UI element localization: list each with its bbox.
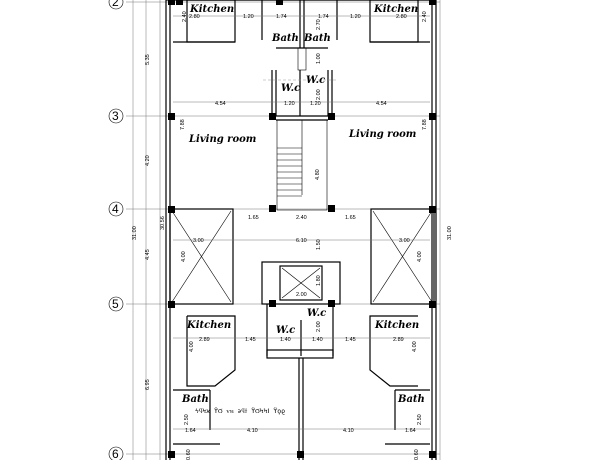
svg-text:2.40: 2.40 <box>422 11 428 22</box>
annotation-note: ϟϥϞϰ ϔϬ ⱱⲛ ϶ϥϯ ϔϬϞϞⅠ ϔϙϱ <box>195 406 285 415</box>
svg-text:4.00: 4.00 <box>181 251 187 262</box>
dimension-labels: 2.80 1.20 1.74 1.74 1.20 2.80 2.40 2.40 … <box>132 11 453 460</box>
svg-text:1.20: 1.20 <box>243 14 254 20</box>
walls <box>165 0 437 460</box>
svg-text:0.60: 0.60 <box>414 449 420 460</box>
svg-text:1.45: 1.45 <box>345 337 356 343</box>
svg-text:30.56: 30.56 <box>160 216 166 230</box>
svg-text:31.00: 31.00 <box>132 226 138 240</box>
axis-bubble-6: 6 <box>108 446 124 460</box>
stair-treads <box>277 147 302 197</box>
svg-text:1.65: 1.65 <box>248 215 259 221</box>
svg-text:5: 5 <box>112 297 119 311</box>
svg-text:3.00: 3.00 <box>399 238 410 244</box>
room-living-left: Living room <box>188 134 256 145</box>
svg-text:1.20: 1.20 <box>350 14 361 20</box>
room-kitchen-top-right: Kitchen <box>373 4 418 15</box>
svg-text:4.00: 4.00 <box>412 341 418 352</box>
svg-text:4.00: 4.00 <box>189 341 195 352</box>
svg-text:7.88: 7.88 <box>422 119 428 130</box>
svg-text:7.88: 7.88 <box>180 119 186 130</box>
svg-text:31.00: 31.00 <box>447 226 453 240</box>
svg-text:1.74: 1.74 <box>276 14 287 20</box>
svg-text:4.20: 4.20 <box>145 155 151 166</box>
svg-text:5.35: 5.35 <box>145 54 151 65</box>
dimension-lines <box>173 15 430 430</box>
room-kitchen-bottom-left: Kitchen <box>186 320 231 331</box>
svg-text:1.45: 1.45 <box>245 337 256 343</box>
room-labels: Kitchen Kitchen Bath Bath W.c W.c Living… <box>181 4 425 405</box>
svg-text:2.40: 2.40 <box>182 11 188 22</box>
svg-text:3: 3 <box>112 109 119 123</box>
svg-text:6.10: 6.10 <box>296 238 307 244</box>
svg-text:3.00: 3.00 <box>193 238 204 244</box>
svg-text:1.64: 1.64 <box>405 428 416 434</box>
svg-text:4.10: 4.10 <box>343 428 354 434</box>
svg-text:2.40: 2.40 <box>296 215 307 221</box>
svg-text:2.00: 2.00 <box>316 321 322 332</box>
svg-text:2.50: 2.50 <box>417 414 423 425</box>
svg-text:4.54: 4.54 <box>376 101 387 107</box>
svg-text:2.89: 2.89 <box>199 337 210 343</box>
svg-text:1.50: 1.50 <box>316 239 322 250</box>
svg-text:4.00: 4.00 <box>417 251 423 262</box>
svg-text:2: 2 <box>112 0 119 9</box>
svg-text:1.65: 1.65 <box>345 215 356 221</box>
svg-text:2.89: 2.89 <box>393 337 404 343</box>
axis-bubble-4: 4 <box>108 201 124 217</box>
svg-text:6: 6 <box>112 447 119 460</box>
room-bath-bottom-right: Bath <box>397 394 425 405</box>
svg-text:2.70: 2.70 <box>316 19 322 30</box>
room-wc-bottom-right: W.c <box>307 308 326 319</box>
svg-text:1.74: 1.74 <box>318 14 329 20</box>
axis-bubble-5: 5 <box>108 296 124 312</box>
room-bath-top-right: Bath <box>303 33 331 44</box>
room-kitchen-bottom-right: Kitchen <box>374 320 419 331</box>
svg-text:4: 4 <box>112 202 119 216</box>
svg-text:4.80: 4.80 <box>315 169 321 180</box>
room-bath-bottom-left: Bath <box>181 394 209 405</box>
room-wc-top-left: W.c <box>281 83 300 94</box>
room-bath-top-left: Bath <box>271 33 299 44</box>
svg-text:0.60: 0.60 <box>186 449 192 460</box>
room-wc-bottom-left: W.c <box>276 325 295 336</box>
room-living-right: Living room <box>348 129 416 140</box>
svg-text:1.00: 1.00 <box>316 53 322 64</box>
room-kitchen-top-left: Kitchen <box>189 4 234 15</box>
svg-text:1.20: 1.20 <box>284 101 295 107</box>
svg-text:1.80: 1.80 <box>316 275 322 286</box>
svg-text:1.20: 1.20 <box>310 101 321 107</box>
svg-text:6.95: 6.95 <box>145 379 151 390</box>
room-wc-top-right: W.c <box>306 75 325 86</box>
axis-bubble-3: 3 <box>108 108 124 124</box>
svg-text:2.50: 2.50 <box>184 414 190 425</box>
svg-text:1.40: 1.40 <box>312 337 323 343</box>
svg-text:4.10: 4.10 <box>247 428 258 434</box>
svg-text:2.00: 2.00 <box>296 292 307 298</box>
svg-text:4.54: 4.54 <box>215 101 226 107</box>
svg-text:2.80: 2.80 <box>396 14 407 20</box>
svg-text:2.80: 2.80 <box>189 14 200 20</box>
svg-text:2.00: 2.00 <box>316 89 322 100</box>
axis-lines <box>126 0 441 460</box>
svg-text:1.40: 1.40 <box>280 337 291 343</box>
columns <box>168 0 436 458</box>
svg-text:1.64: 1.64 <box>185 428 196 434</box>
axis-bubble-2: 2 <box>108 0 124 10</box>
svg-text:4.45: 4.45 <box>145 249 151 260</box>
